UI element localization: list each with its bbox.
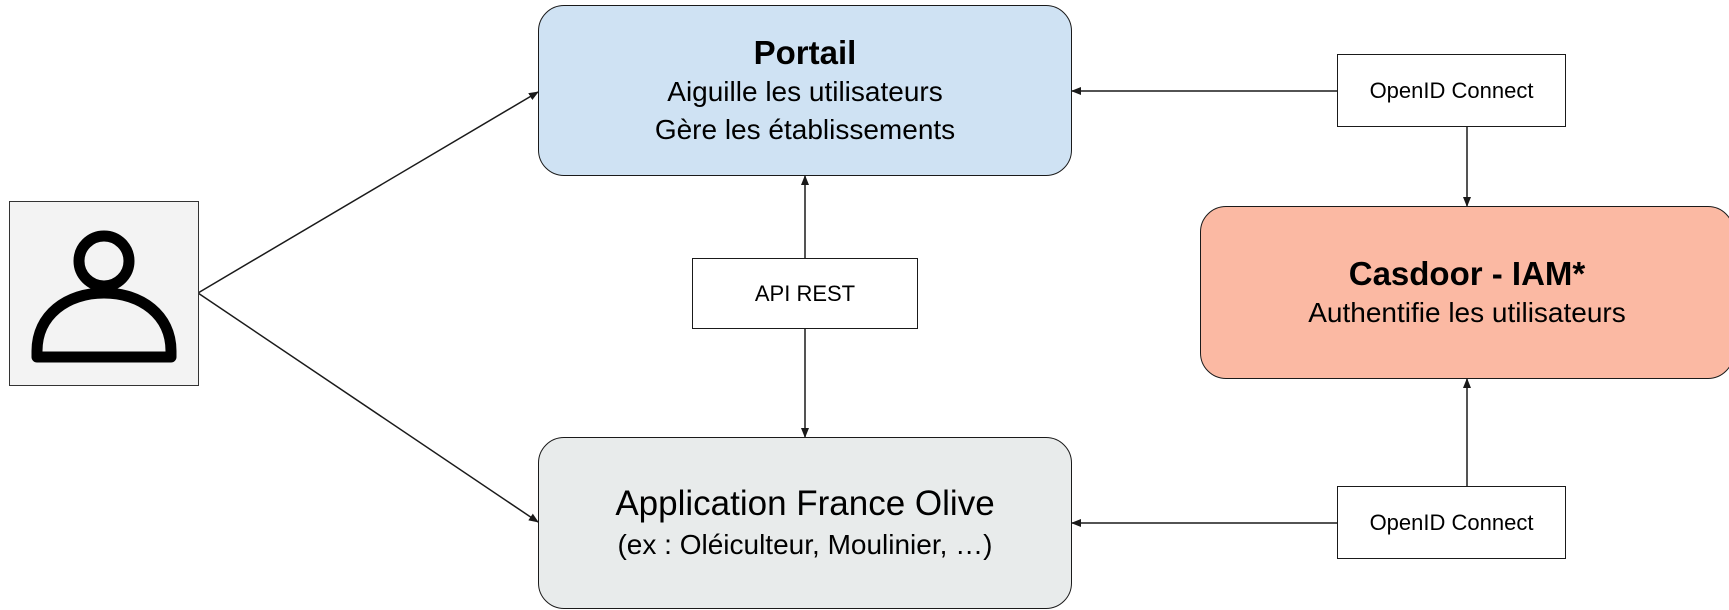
application-line-1: (ex : Oléiculteur, Moulinier, …) [617, 529, 993, 560]
user-box [9, 201, 199, 386]
application-box: Application France Olive (ex : Oléiculte… [538, 437, 1072, 609]
person-icon [31, 230, 177, 362]
portail-line-2: Gère les établissements [654, 113, 956, 145]
arrow-user-to-application [197, 292, 539, 523]
api-rest-label: API REST [692, 258, 918, 329]
application-title: Application France Olive [615, 484, 995, 523]
casdoor-box: Casdoor - IAM* Authentifie les utilisate… [1200, 206, 1729, 379]
arrow-user-to-portail [197, 91, 539, 294]
openid-connect-bottom-label: OpenID Connect [1337, 486, 1566, 559]
casdoor-line-1: Authentifie les utilisateurs [1308, 296, 1626, 328]
portail-title: Portail [753, 33, 857, 71]
casdoor-title: Casdoor - IAM* [1348, 254, 1586, 292]
portail-box: Portail Aiguille les utilisateurs Gère l… [538, 5, 1072, 176]
portail-line-1: Aiguille les utilisateurs [667, 75, 943, 107]
openid-connect-top-label: OpenID Connect [1337, 54, 1566, 127]
